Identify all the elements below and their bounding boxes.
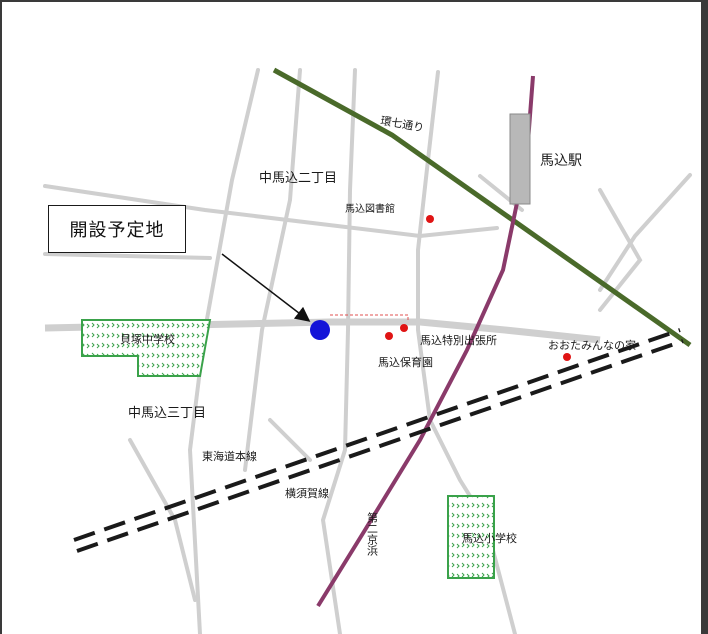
site-outline bbox=[330, 314, 409, 321]
label-yokosuka: 横須賀線 bbox=[285, 486, 329, 500]
ootami-dot bbox=[563, 353, 571, 361]
nursery-dot bbox=[385, 332, 393, 340]
label-naka-3: 中馬込三丁目 bbox=[128, 406, 206, 421]
library-dot bbox=[426, 215, 434, 223]
label-ootami: おおたみんなの家 bbox=[548, 338, 636, 352]
callout-arrow bbox=[221, 253, 311, 322]
label-branch: 馬込特別出張所 bbox=[420, 333, 497, 347]
kaizuka-school-area bbox=[81, 319, 212, 377]
elementary-school-area bbox=[447, 495, 495, 579]
label-naka-2: 中馬込二丁目 bbox=[259, 171, 337, 186]
label-kaizuka: 貝塚中学校 bbox=[120, 332, 175, 346]
label-tokaido: 東海道本線 bbox=[202, 449, 257, 463]
label-library: 馬込図書館 bbox=[345, 202, 395, 215]
label-nursery: 馬込保育園 bbox=[378, 355, 433, 369]
site-marker bbox=[310, 320, 330, 340]
label-elementary: 馬込小学校 bbox=[462, 531, 517, 545]
label-keihin: 第二京浜 bbox=[366, 511, 379, 557]
branch-dot bbox=[400, 324, 408, 332]
main-street bbox=[44, 318, 601, 344]
kannana-road bbox=[272, 67, 692, 348]
label-station: 馬込駅 bbox=[540, 153, 582, 169]
station-building bbox=[509, 113, 531, 205]
railway-line bbox=[73, 328, 684, 553]
planned-site-callout: 開設予定地 bbox=[48, 205, 186, 253]
